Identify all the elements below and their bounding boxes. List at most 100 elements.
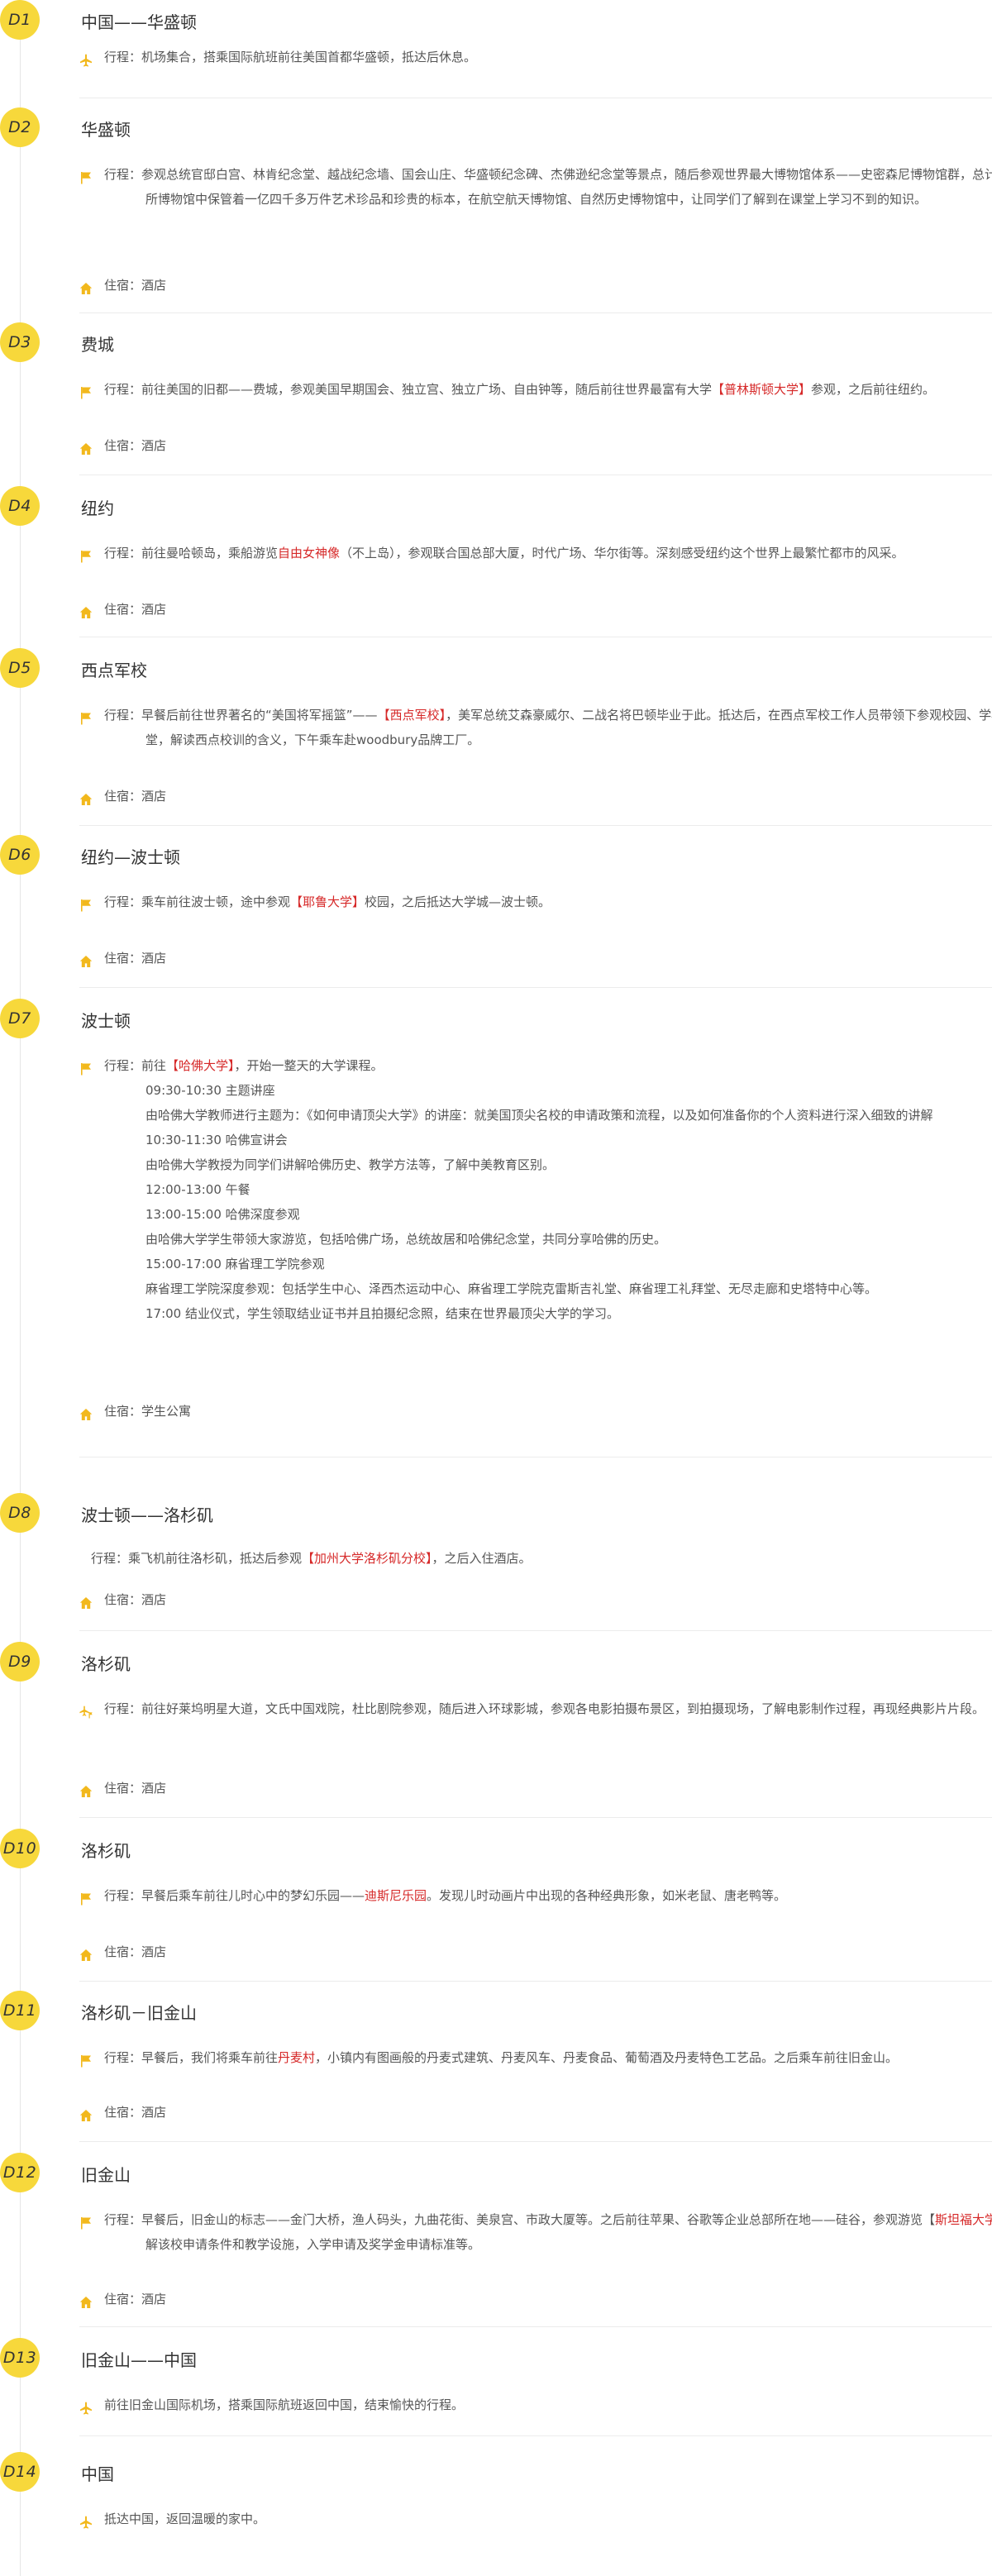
lodging-label: 住宿： <box>104 438 142 453</box>
highlight-place: 自由女神像 <box>278 546 341 561</box>
itinerary-segment: 前往好莱坞明星大道，文氏中国戏院，杜比剧院参观，随后进入环球影城，参观各电影拍摄… <box>141 1701 985 1716</box>
schedule-line: 麻省理工学院深度参观：包括学生中心、泽西杰运动中心、麻省理工学院克雷斯吉礼堂、麻… <box>145 1281 878 1296</box>
flag-icon <box>79 2213 93 2230</box>
itinerary-text: 前往旧金山国际机场，搭乘国际航班返回中国，结束愉快的行程。 <box>104 2392 992 2417</box>
day-badge: D3 <box>0 322 40 362</box>
lodging-value: 酒店 <box>141 789 167 804</box>
itinerary-label: 行程： <box>104 167 142 182</box>
day-badge: D2 <box>0 107 40 147</box>
lodging-label: 住宿： <box>104 1944 142 1959</box>
itinerary-segment: 早餐后，旧金山的标志——金门大桥，渔人码头，九曲花街、美泉宫、市政大厦等。之后前… <box>141 2212 936 2227</box>
itinerary-segment: 机场集合，搭乘国际航班前往美国首都华盛顿，抵达后休息。 <box>141 50 477 64</box>
day-badge: D5 <box>0 648 40 688</box>
flag-icon <box>79 546 93 563</box>
itinerary-text: 行程：早餐后，旧金山的标志——金门大桥，渔人码头，九曲花街、美泉宫、市政大厦等。… <box>104 2207 992 2257</box>
divider <box>79 1817 992 1818</box>
divider <box>79 1630 992 1631</box>
divider <box>79 825 992 826</box>
flag-icon <box>79 708 93 725</box>
house-icon <box>79 952 93 967</box>
day-title: 纽约—波士顿 <box>81 847 180 867</box>
day-title: 西点军校 <box>81 661 147 680</box>
schedule-line: 09:30-10:30 主题讲座 <box>145 1083 275 1098</box>
highlight-place: 【耶鲁大学】 <box>290 894 365 909</box>
lodging-label: 住宿： <box>104 951 142 966</box>
day-badge: D6 <box>0 835 40 875</box>
day-badge: D9 <box>0 1642 40 1682</box>
divider <box>79 2141 992 2142</box>
day-badge: D8 <box>0 1493 40 1533</box>
day-title: 波士顿 <box>81 1011 131 1031</box>
house-icon <box>79 1945 93 1961</box>
lodging-text: 住宿：酒店 <box>104 1587 992 1612</box>
day-title: 费城 <box>81 335 114 355</box>
schedule-list: 09:30-10:30 主题讲座由哈佛大学教师进行主题为：《如何申请顶尖大学》的… <box>145 1078 992 1326</box>
timeline-line <box>20 0 21 2576</box>
schedule-line: 由哈佛大学学生带领大家游览，包括哈佛广场，总统故居和哈佛纪念堂，共同分享哈佛的历… <box>145 1232 667 1247</box>
itinerary-label: 行程： <box>104 382 142 397</box>
itinerary-segment: 前往旧金山国际机场，搭乘国际航班返回中国，结束愉快的行程。 <box>104 2397 465 2412</box>
schedule-line: 10:30-11:30 哈佛宣讲会 <box>145 1133 288 1147</box>
itinerary-segment: 早餐后，我们将乘车前往 <box>141 2050 279 2065</box>
day-title: 旧金山——中国 <box>81 2350 197 2370</box>
highlight-place: 【哈佛大学】 <box>166 1058 235 1073</box>
day-title: 洛杉矶 <box>81 1841 131 1861</box>
lodging-value: 酒店 <box>141 2105 167 2120</box>
day-title: 中国——华盛顿 <box>81 12 197 32</box>
itinerary-text: 行程：早餐后前往世界著名的“美国将军摇篮”——【西点军校】，美军总统艾森豪威尔、… <box>104 703 992 752</box>
lodging-value: 酒店 <box>141 438 167 453</box>
itinerary-label: 行程： <box>104 708 142 723</box>
itinerary-segment: 早餐后乘车前往儿时心中的梦幻乐园—— <box>141 1888 365 1903</box>
highlight-place: 【西点军校】 <box>377 708 446 723</box>
lodging-value: 酒店 <box>141 1781 167 1796</box>
day-title: 旧金山 <box>81 2165 131 2185</box>
itinerary-segment: 前往曼哈顿岛，乘船游览 <box>141 546 279 561</box>
itinerary-text: 抵达中国，返回温暖的家中。 <box>104 2507 992 2531</box>
lodging-text: 住宿：酒店 <box>104 273 992 298</box>
lodging-value: 酒店 <box>141 951 167 966</box>
itinerary-segment: 早餐后前往世界著名的“美国将军摇篮”—— <box>141 708 378 723</box>
divider <box>79 2435 992 2436</box>
lodging-label: 住宿： <box>104 2292 142 2306</box>
itinerary-segment: 前往 <box>141 1058 167 1073</box>
lodging-text: 住宿：酒店 <box>104 1776 992 1801</box>
lodging-label: 住宿： <box>104 602 142 617</box>
itinerary-segment: 乘飞机前往洛杉矶，抵达后参观 <box>128 1551 303 1566</box>
highlight-place: 【加州大学洛杉矶分校】 <box>302 1551 432 1566</box>
itinerary-text: 行程：参观总统官邸白宫、林肯纪念堂、越战纪念墙、国会山庄、华盛顿纪念碑、杰佛逊纪… <box>104 162 992 212</box>
itinerary-segment: ，之后入住酒店。 <box>432 1551 532 1566</box>
lodging-text: 住宿：酒店 <box>104 597 992 622</box>
lodging-text: 住宿：酒店 <box>104 946 992 971</box>
schedule-line: 13:00-15:00 哈佛深度参观 <box>145 1207 300 1222</box>
flag-icon <box>79 1889 93 1906</box>
itinerary-text: 行程：早餐后乘车前往儿时心中的梦幻乐园——迪斯尼乐园。发现儿时动画片中出现的各种… <box>104 1883 992 1908</box>
itinerary-segment: ，美军总统艾森豪威尔、二战名将巴顿毕业于此。抵达后，在西点军校工作人员带领下参观… <box>145 708 992 747</box>
plane-icon <box>79 2398 93 2415</box>
house-icon <box>79 439 93 455</box>
house-icon <box>79 789 93 805</box>
lodging-label: 住宿： <box>104 789 142 804</box>
day-badge: D7 <box>0 999 40 1038</box>
flag-icon <box>79 383 93 399</box>
itinerary-segment: 。发现儿时动画片中出现的各种经典形象，如米老鼠、唐老鸭等。 <box>427 1888 787 1903</box>
lodging-text: 住宿：酒店 <box>104 2100 992 2125</box>
plane-icon <box>79 50 93 67</box>
itinerary-label: 行程： <box>104 894 142 909</box>
divider <box>79 312 992 313</box>
plane-flag-icon <box>79 1702 93 1719</box>
itinerary-segment: 参观，之后前往纽约。 <box>811 382 936 397</box>
highlight-place: 迪斯尼乐园 <box>365 1888 427 1903</box>
itinerary-label: 行程： <box>91 1551 129 1566</box>
day-badge: D1 <box>0 0 40 40</box>
itinerary-label: 行程： <box>104 2212 142 2227</box>
itinerary-label: 行程： <box>104 546 142 561</box>
itinerary-text: 行程：机场集合，搭乘国际航班前往美国首都华盛顿，抵达后休息。 <box>104 45 992 69</box>
flag-icon <box>79 168 93 184</box>
divider <box>79 1981 992 1982</box>
day-badge: D12 <box>0 2153 40 2192</box>
lodging-value: 酒店 <box>141 278 167 293</box>
lodging-text: 住宿：酒店 <box>104 2287 992 2311</box>
day-badge: D10 <box>0 1829 40 1868</box>
lodging-value: 酒店 <box>141 2292 167 2306</box>
